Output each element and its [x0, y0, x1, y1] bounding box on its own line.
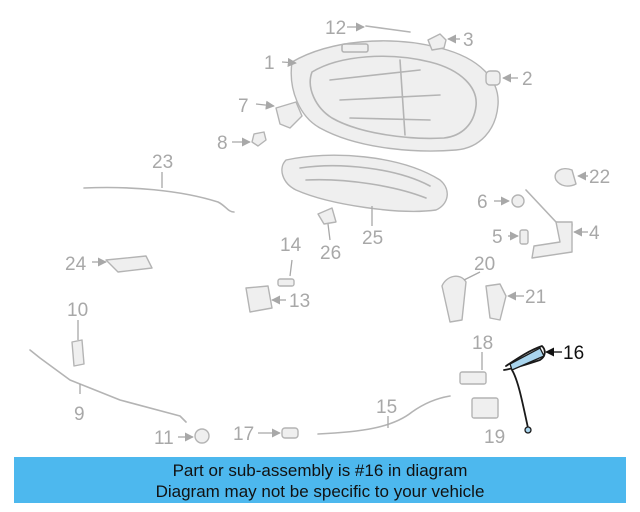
callout-19: 19 — [484, 427, 505, 448]
callout-7: 7 — [238, 96, 249, 117]
guide-10-part — [71, 339, 85, 367]
nut-6-part — [511, 194, 525, 208]
callout-2: 2 — [522, 69, 533, 90]
banner-line-disclaimer: Diagram may not be specific to your vehi… — [155, 482, 485, 501]
callout-23: 23 — [152, 152, 173, 173]
cap-22-part — [554, 168, 577, 187]
clip-17-part — [281, 427, 299, 439]
callout-22: 22 — [589, 167, 610, 188]
callout-17: 17 — [233, 424, 254, 445]
callout-14: 14 — [280, 235, 302, 256]
clip-8-part — [251, 131, 267, 147]
nut-11-part — [194, 428, 210, 444]
callout-26: 26 — [320, 243, 341, 264]
callout-10: 10 — [67, 300, 88, 321]
striker-13-part — [245, 285, 273, 313]
handle-21-part — [485, 283, 507, 321]
callout-9: 9 — [74, 404, 85, 425]
hinge-4-part — [525, 189, 573, 259]
hood-support-rod-16-part — [503, 345, 546, 434]
hood-panel-part — [290, 40, 499, 152]
callout-12: 12 — [325, 18, 346, 39]
latch-24-part — [105, 255, 153, 273]
callout-6: 6 — [477, 192, 488, 213]
callout-21: 21 — [525, 287, 546, 308]
callout-3: 3 — [463, 30, 474, 51]
callout-16: 16 — [563, 343, 584, 364]
callout-5: 5 — [492, 227, 503, 248]
seal-rod-23-part — [83, 186, 235, 213]
parts-diagram: 1 12 3 2 7 8 25 26 23 — [29, 18, 610, 449]
callout-4: 4 — [589, 223, 600, 244]
clip-26-part — [317, 207, 337, 225]
callout-25: 25 — [362, 228, 383, 249]
bumper-stop-3-part — [427, 33, 447, 51]
prop-rod-9-part — [29, 349, 187, 423]
callout-20: 20 — [474, 254, 495, 275]
bracket-7-part — [275, 101, 303, 129]
callout-8: 8 — [217, 133, 228, 154]
weatherstrip-part — [365, 25, 411, 33]
callout-1: 1 — [264, 53, 275, 74]
bolt-5-part — [519, 229, 529, 245]
pad-18-part — [459, 371, 487, 385]
info-banner: Part or sub-assembly is #16 in diagram D… — [14, 457, 626, 503]
callout-13: 13 — [289, 291, 310, 312]
cable-15-part — [317, 395, 451, 435]
bumper-2-part — [485, 70, 501, 86]
pad-19-part — [471, 397, 499, 419]
handle-20-part — [441, 275, 467, 323]
banner-line-part-number: Part or sub-assembly is #16 in diagram — [172, 461, 468, 480]
callout-15: 15 — [376, 397, 397, 418]
callout-11: 11 — [154, 428, 174, 449]
callout-24: 24 — [65, 254, 87, 275]
callout-18: 18 — [472, 333, 493, 354]
insulator-part — [281, 154, 448, 212]
bolt-14-part — [277, 278, 295, 287]
